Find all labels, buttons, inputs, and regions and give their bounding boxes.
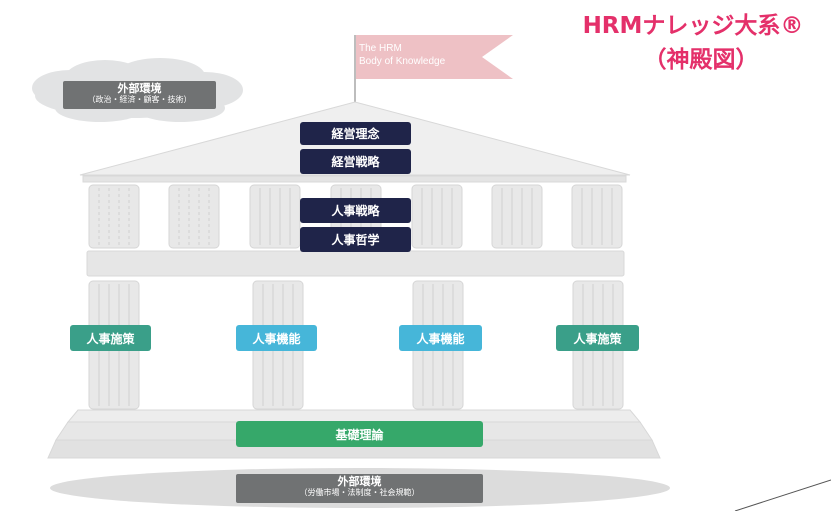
pillar-label-hr-functions-right: 人事機能: [399, 325, 482, 351]
cloud-environment-detail: （政治・経済・顧客・技術）: [87, 95, 192, 104]
upper-column-5: [411, 184, 463, 249]
upper-column-1: [88, 184, 140, 249]
hr-strategy-box: 人事戦略: [300, 198, 411, 223]
roof-beam: [82, 175, 627, 183]
ground-environment-title: 外部環境: [337, 475, 382, 488]
hr-philosophy-box: 人事哲学: [300, 227, 411, 252]
middle-beam: [86, 250, 625, 277]
upper-column-3: [249, 184, 301, 249]
page-subtitle: （神殿図）: [643, 47, 759, 73]
ground-environment-detail: （労働市場・法制度・社会規範）: [299, 488, 420, 497]
page-title: HRMナレッジ大系®: [582, 13, 804, 39]
cloud-environment-box: 外部環境 （政治・経済・顧客・技術）: [63, 81, 216, 109]
upper-column-6: [491, 184, 543, 249]
ground-environment-box: 外部環境 （労働市場・法制度・社会規範）: [236, 474, 483, 503]
decorative-line: [734, 479, 831, 511]
management-strategy-box: 経営戦略: [300, 149, 411, 174]
management-philosophy-box: 経営理念: [300, 122, 411, 145]
foundation-theory-box: 基礎理論: [236, 421, 483, 447]
flag-pennant: [356, 35, 513, 79]
pillar-label-hr-measures-left: 人事施策: [70, 325, 151, 351]
pillar-label-hr-measures-right: 人事施策: [556, 325, 639, 351]
cloud-environment-title: 外部環境: [117, 82, 162, 95]
flag-label-line1: The HRM: [359, 43, 402, 54]
flag-label: The HRM Body of Knowledge: [359, 42, 489, 68]
lower-columns: [88, 280, 624, 410]
upper-column-2: [168, 184, 220, 249]
flag-label-line2: Body of Knowledge: [359, 56, 446, 67]
pillar-label-hr-functions-left: 人事機能: [236, 325, 317, 351]
upper-column-7: [571, 184, 623, 249]
